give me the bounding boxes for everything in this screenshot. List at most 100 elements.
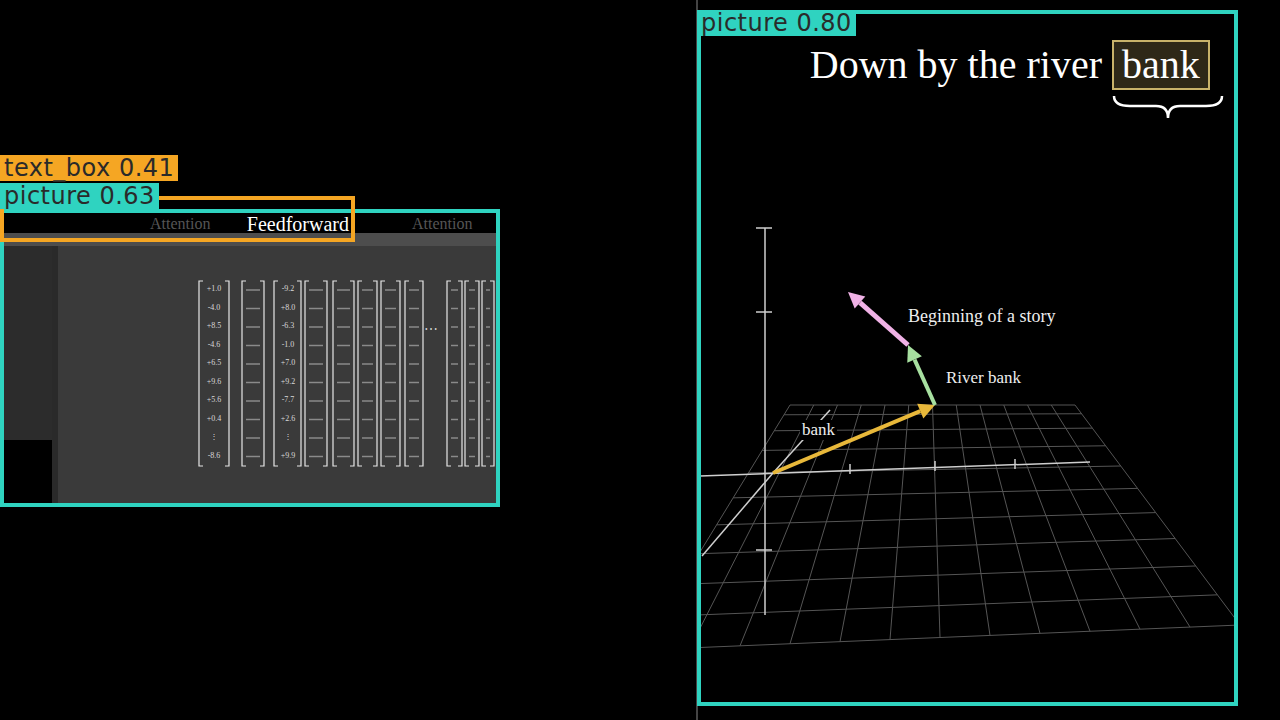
vector-columns [486,382,490,384]
highlight-box: bank [1112,40,1210,90]
vector-columns [490,281,494,466]
vector-columns [246,456,260,458]
vector-label: Beginning of a story [906,306,1057,327]
vector-entry: +6.5 [203,358,225,367]
vector-columns [385,363,396,365]
vector-entry: ⋮ [203,432,225,441]
vector-entry: +5.6 [203,395,225,404]
floor-grid [1004,405,1090,631]
vector-columns [309,456,323,458]
vector-columns [385,419,396,421]
vector-columns [385,289,396,291]
vector-columns [465,281,469,466]
vector-columns [246,345,260,347]
vector-columns [246,308,260,310]
axes [756,311,772,313]
floor-grid [701,539,1175,554]
floor-grid [1051,405,1190,627]
vector-columns [447,281,451,466]
vector-columns [451,345,458,347]
floor-grid [717,513,1156,525]
vector-columns [337,400,350,402]
vector-columns [358,281,362,466]
vector-columns [451,456,458,458]
detection-box: picture 0.63 [0,209,500,507]
axes [756,227,772,229]
vector-columns [486,456,490,458]
layer-blocks [0,240,60,440]
vector-columns [362,400,373,402]
axes [934,461,936,471]
vector-entry: +9.2 [277,377,299,386]
vector-columns [337,419,350,421]
vector-columns [469,308,475,310]
vector-columns [385,326,396,328]
vector-columns [246,400,260,402]
vector-columns [309,308,323,310]
vector-columns [309,363,323,365]
vector-columns [486,419,490,421]
sentence-text: Down by the river [808,42,1104,88]
floor-grid [1028,405,1141,629]
vector-entry: +9.6 [203,377,225,386]
block-title: Feedforward [247,213,349,235]
vector-columns [246,363,260,365]
vector-columns [309,289,323,291]
axes [764,228,766,615]
vector-entry: -7.7 [277,395,299,404]
vector-columns [475,281,479,466]
vector-columns [337,363,350,365]
highlighted-word: bank [1122,42,1200,88]
vector-columns [409,437,419,439]
faint-title: Attention [412,215,472,233]
vector-columns [246,382,260,384]
axes [702,473,773,556]
floor-grid [762,446,1105,451]
embedding-arrows [915,360,935,405]
vector-entry: +9.9 [277,451,299,460]
embedding-arrows [917,404,935,419]
vector-columns [362,326,373,328]
vector-columns [381,281,385,466]
vector-columns [469,456,475,458]
vector-columns [337,456,350,458]
vector-entry: -6.3 [277,321,299,330]
vector-columns [469,437,475,439]
vector-columns [451,326,458,328]
vector-columns [246,419,260,421]
vector-columns [297,281,301,466]
layer-blocks [0,233,500,504]
vector-columns [451,289,458,291]
detection-box: bankpicture 0.80 [697,10,1238,706]
vector-columns [242,281,246,466]
vector-columns [451,363,458,365]
ellipsis: ⋯ [424,322,438,338]
vector-columns [458,281,462,466]
vector-columns [362,437,373,439]
vector-columns [362,308,373,310]
vector-columns [486,345,490,347]
vector-columns [409,308,419,310]
vector-columns [409,382,419,384]
vector-columns [260,281,264,466]
vector-label: River bank [944,368,1023,388]
vector-columns [469,400,475,402]
embedding-arrows [848,292,865,309]
vector-columns [486,326,490,328]
vector-columns [469,345,475,347]
vector-columns [451,437,458,439]
vector-columns [419,281,423,466]
vector-columns [385,308,396,310]
detection-label: picture 0.63 [0,183,159,209]
vector-columns [350,281,354,466]
vector-entry: ⋮ [277,432,299,441]
floor-grid [701,595,1217,617]
axes [849,464,851,474]
vector-columns [486,308,490,310]
vector-columns [362,345,373,347]
vector-columns [405,281,409,466]
vector-entry: +0.4 [203,414,225,423]
floor-grid [1075,405,1234,625]
vector-columns [409,400,419,402]
vector-columns [396,281,400,466]
